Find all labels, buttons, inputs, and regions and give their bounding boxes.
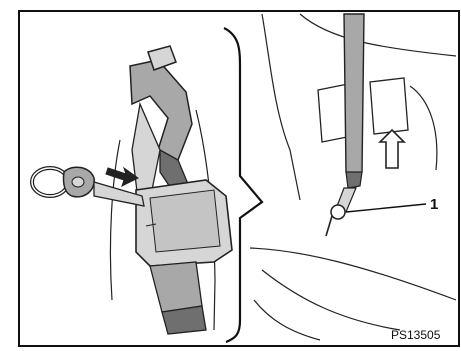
figure-code: PS13505 [391, 326, 457, 344]
anchor-point [331, 205, 345, 219]
callout-number: 1 [430, 197, 438, 212]
belt-strap-overview [344, 14, 364, 176]
